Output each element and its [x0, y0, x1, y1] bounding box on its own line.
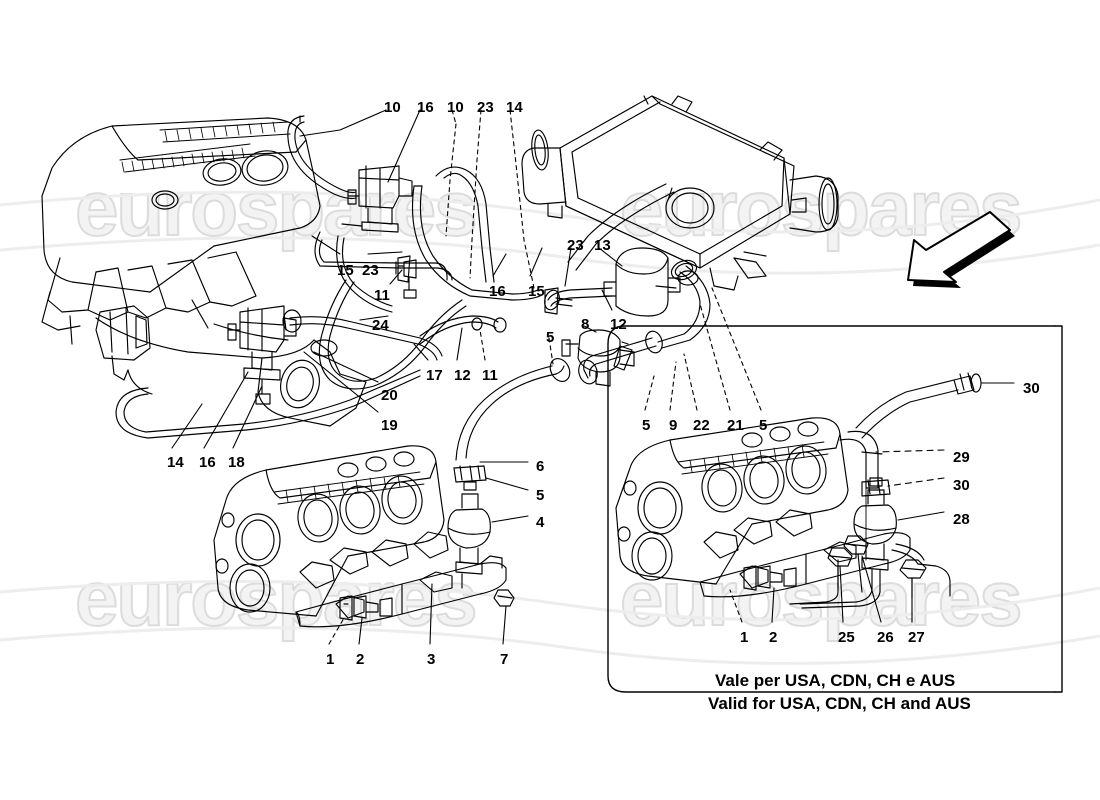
callout-1: 1: [326, 651, 335, 668]
clamp-5-tube: [613, 341, 633, 371]
callout-15: 15: [337, 262, 354, 279]
callout-16: 16: [199, 454, 216, 471]
callout-17: 17: [426, 367, 443, 384]
valve-assembly-center-left: [227, 305, 297, 405]
callout-18: 18: [228, 454, 245, 471]
fitting-1-inset: [743, 565, 757, 591]
callout-28: 28: [953, 511, 970, 528]
callout-16: 16: [417, 99, 434, 116]
callout-1: 1: [740, 629, 749, 646]
callout-8: 8: [581, 316, 590, 333]
callout-2: 2: [356, 651, 365, 668]
callout-20: 20: [381, 387, 398, 404]
callout-2: 2: [769, 629, 778, 646]
callout-11: 11: [482, 367, 498, 384]
fitting-11: [395, 259, 417, 299]
fitting-11-mid: [471, 317, 483, 331]
callout-24: 24: [372, 317, 389, 334]
callout-14: 14: [167, 454, 184, 471]
callout-25: 25: [838, 629, 855, 646]
callout-30: 30: [953, 477, 970, 494]
fitting-2: [353, 595, 393, 619]
fitting-1: [339, 595, 353, 621]
callout-11: 11: [374, 287, 390, 304]
callout-21: 21: [727, 417, 744, 434]
check-valve-4: [447, 481, 491, 589]
hose-19-20: [282, 309, 443, 361]
cylinder-head-right: [615, 417, 849, 585]
clamp-5-hose6: [453, 465, 487, 483]
callout-4: 4: [536, 514, 545, 531]
callout-23: 23: [567, 237, 584, 254]
solenoid-valve-upper: [341, 165, 413, 233]
callout-30: 30: [1023, 380, 1040, 397]
elbow-hose-21: [657, 259, 711, 349]
hose-bundle-from-valve: [314, 231, 453, 313]
hose-10-upper: [287, 115, 357, 200]
callout-7: 7: [500, 651, 509, 668]
callout-16: 16: [489, 283, 506, 300]
intake-duct: [567, 183, 675, 271]
cylinder-head-left: [213, 445, 449, 617]
clamp-23-right: [544, 287, 573, 315]
callout-9: 9: [669, 417, 678, 434]
inset-box-frame: [607, 325, 1063, 693]
direction-arrow: [907, 211, 1015, 288]
callout-10: 10: [384, 99, 401, 116]
callout-5: 5: [642, 417, 651, 434]
callout-5: 5: [759, 417, 768, 434]
callout-5: 5: [546, 329, 555, 346]
fitting-2-inset: [757, 565, 797, 589]
callout-15: 15: [528, 283, 545, 300]
callout-29: 29: [953, 449, 970, 466]
watermark-group: eurospares eurospares eurospares eurospa…: [0, 163, 1100, 665]
callout-12: 12: [610, 316, 627, 333]
callout-6: 6: [536, 458, 545, 475]
callout-12: 12: [454, 367, 471, 384]
intake-manifold-assembly: [41, 117, 367, 427]
throttle-body-left: [95, 305, 153, 395]
tube-9: [578, 330, 663, 385]
callout-23: 23: [362, 262, 379, 279]
callout-26: 26: [877, 629, 894, 646]
callout-19: 19: [381, 417, 398, 434]
callout-13: 13: [594, 237, 611, 254]
callout-27: 27: [908, 629, 925, 646]
watermark-text: eurospares: [620, 554, 1021, 642]
callout-14: 14: [506, 99, 523, 116]
leader-lines: [171, 109, 1015, 645]
clamp-30-lower: [861, 479, 891, 497]
callout-10: 10: [447, 99, 464, 116]
hose-6: [455, 358, 571, 461]
bolt-7: [493, 589, 515, 607]
pipe-30-upper: [855, 372, 982, 439]
clamp-23-left: [397, 255, 411, 283]
callout-23: 23: [477, 99, 494, 116]
hose-17-loop: [318, 279, 467, 390]
fitting-26: [843, 535, 869, 593]
callout-5: 5: [536, 487, 545, 504]
air-filter-box: [521, 95, 839, 291]
inset-note-english: Valid for USA, CDN, CH and AUS: [708, 694, 971, 713]
callout-3: 3: [427, 651, 436, 668]
callout-22: 22: [693, 417, 710, 434]
inset-note-italian: Vale per USA, CDN, CH e AUS: [715, 671, 956, 690]
hose-14-lower: [115, 369, 421, 439]
